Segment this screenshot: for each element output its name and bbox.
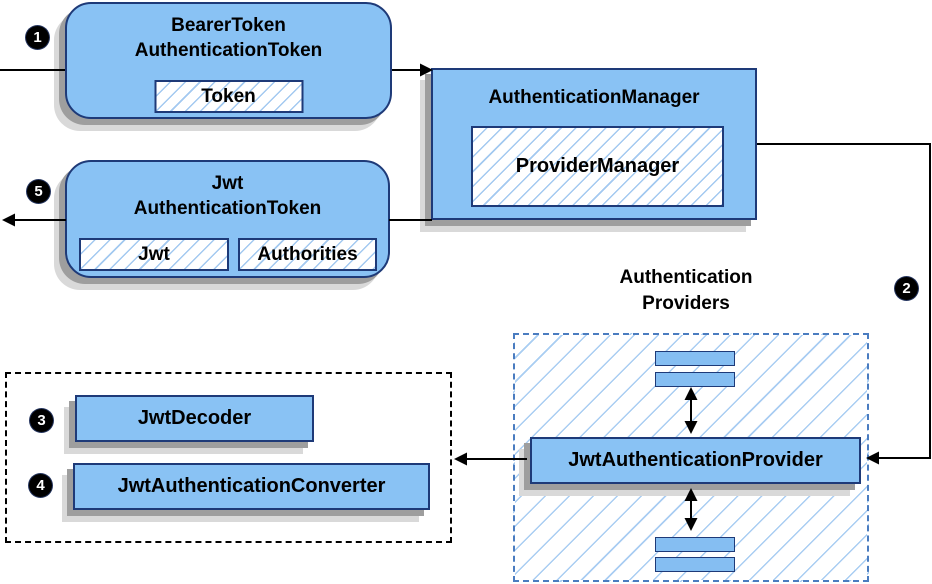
jwt-token-box-title-line2: AuthenticationToken: [133, 198, 322, 219]
step-badge-4: 4: [29, 474, 52, 497]
authentication-providers-label: Authentication Providers: [586, 265, 786, 317]
authentication-manager-title: AuthenticationManager: [488, 87, 700, 108]
bearer-token-authentication-token-box: BearerToken AuthenticationToken Token: [65, 2, 392, 119]
bearer-token-box-title-line1: BearerToken: [171, 15, 286, 36]
provider-stub-bar-bottom-1: [655, 537, 735, 552]
step-badge-5: 5: [27, 180, 50, 203]
decoder-converter-group: JwtDecoder JwtAuthenticationConverter: [5, 372, 452, 543]
authentication-providers-label-line2: Providers: [642, 293, 730, 314]
step-badge-3: 3: [30, 409, 53, 432]
jwt-authentication-token-box: Jwt AuthenticationToken Jwt Authorities: [65, 160, 390, 278]
jwt-chip: Jwt: [79, 238, 229, 271]
jwt-token-box-title: Jwt AuthenticationToken: [67, 171, 388, 221]
step-badge-2: 2: [895, 277, 918, 300]
authentication-providers-label-line1: Authentication: [619, 267, 753, 288]
jwt-authentication-converter-box: JwtAuthenticationConverter: [73, 463, 430, 510]
token-chip: Token: [154, 80, 303, 113]
bearer-token-box-title: BearerToken AuthenticationToken: [67, 13, 390, 63]
arrow-provider-to-decoder-head: [454, 452, 467, 466]
jwt-token-box-title-line1: Jwt: [211, 173, 244, 194]
provider-stub-bar-top-2: [655, 372, 735, 387]
jwt-decoder-box: JwtDecoder: [75, 395, 314, 442]
jwt-authentication-provider-box: JwtAuthenticationProvider: [530, 437, 861, 484]
provider-manager-chip: ProviderManager: [471, 126, 724, 207]
step-badge-1: 1: [26, 26, 49, 49]
jwt-chip-row: Jwt Authorities: [79, 238, 377, 271]
authentication-manager-box: AuthenticationManager ProviderManager: [431, 68, 757, 220]
authorities-chip: Authorities: [238, 238, 377, 271]
bearer-token-box-title-line2: AuthenticationToken: [134, 40, 323, 61]
authentication-providers-group: JwtAuthenticationProvider: [513, 333, 869, 582]
provider-stub-bar-bottom-2: [655, 557, 735, 572]
provider-stub-bar-top-1: [655, 351, 735, 366]
arrow-jwt-token-out-head: [2, 213, 15, 227]
